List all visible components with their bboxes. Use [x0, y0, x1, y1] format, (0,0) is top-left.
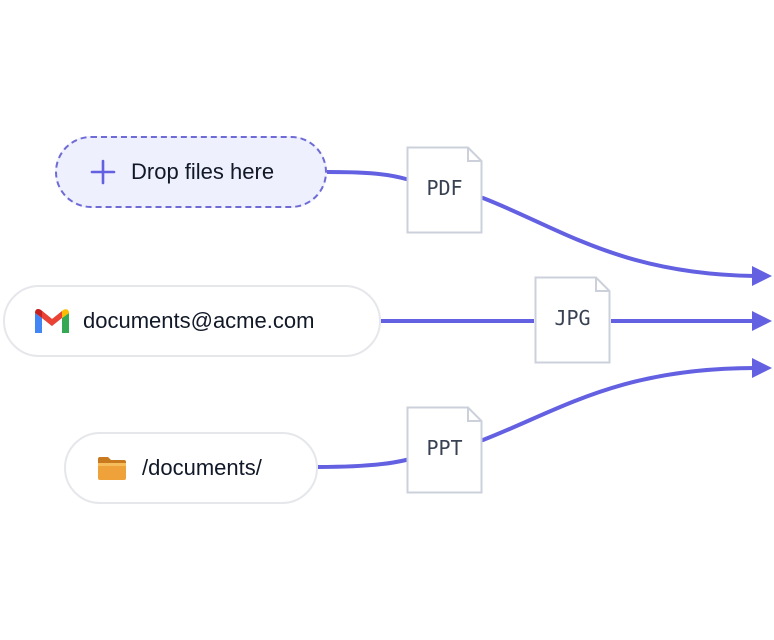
flow-line-folder [317, 366, 756, 469]
file-card-pdf: PDF [406, 146, 483, 234]
email-source[interactable]: documents@acme.com [3, 285, 381, 357]
email-address: documents@acme.com [83, 308, 315, 333]
folder-path: /documents/ [142, 455, 262, 480]
document-icon [406, 146, 483, 234]
flow-line-drop [326, 170, 756, 278]
file-card-jpg: JPG [534, 276, 611, 364]
folder-source[interactable]: /documents/ [64, 432, 318, 504]
file-card-ppt: PPT [406, 406, 483, 494]
drop-files-zone[interactable]: Drop files here [55, 136, 327, 208]
folder-icon [96, 454, 128, 482]
document-icon [534, 276, 611, 364]
arrowhead-top [752, 266, 772, 286]
file-type-label: PPT [426, 436, 463, 460]
arrowhead-middle [752, 311, 772, 331]
plus-icon [89, 158, 117, 186]
gmail-icon [33, 307, 71, 335]
file-type-label: JPG [554, 306, 591, 330]
drop-files-label: Drop files here [131, 159, 275, 184]
file-type-label: PDF [426, 176, 463, 200]
arrowhead-bottom [752, 358, 772, 378]
document-icon [406, 406, 483, 494]
